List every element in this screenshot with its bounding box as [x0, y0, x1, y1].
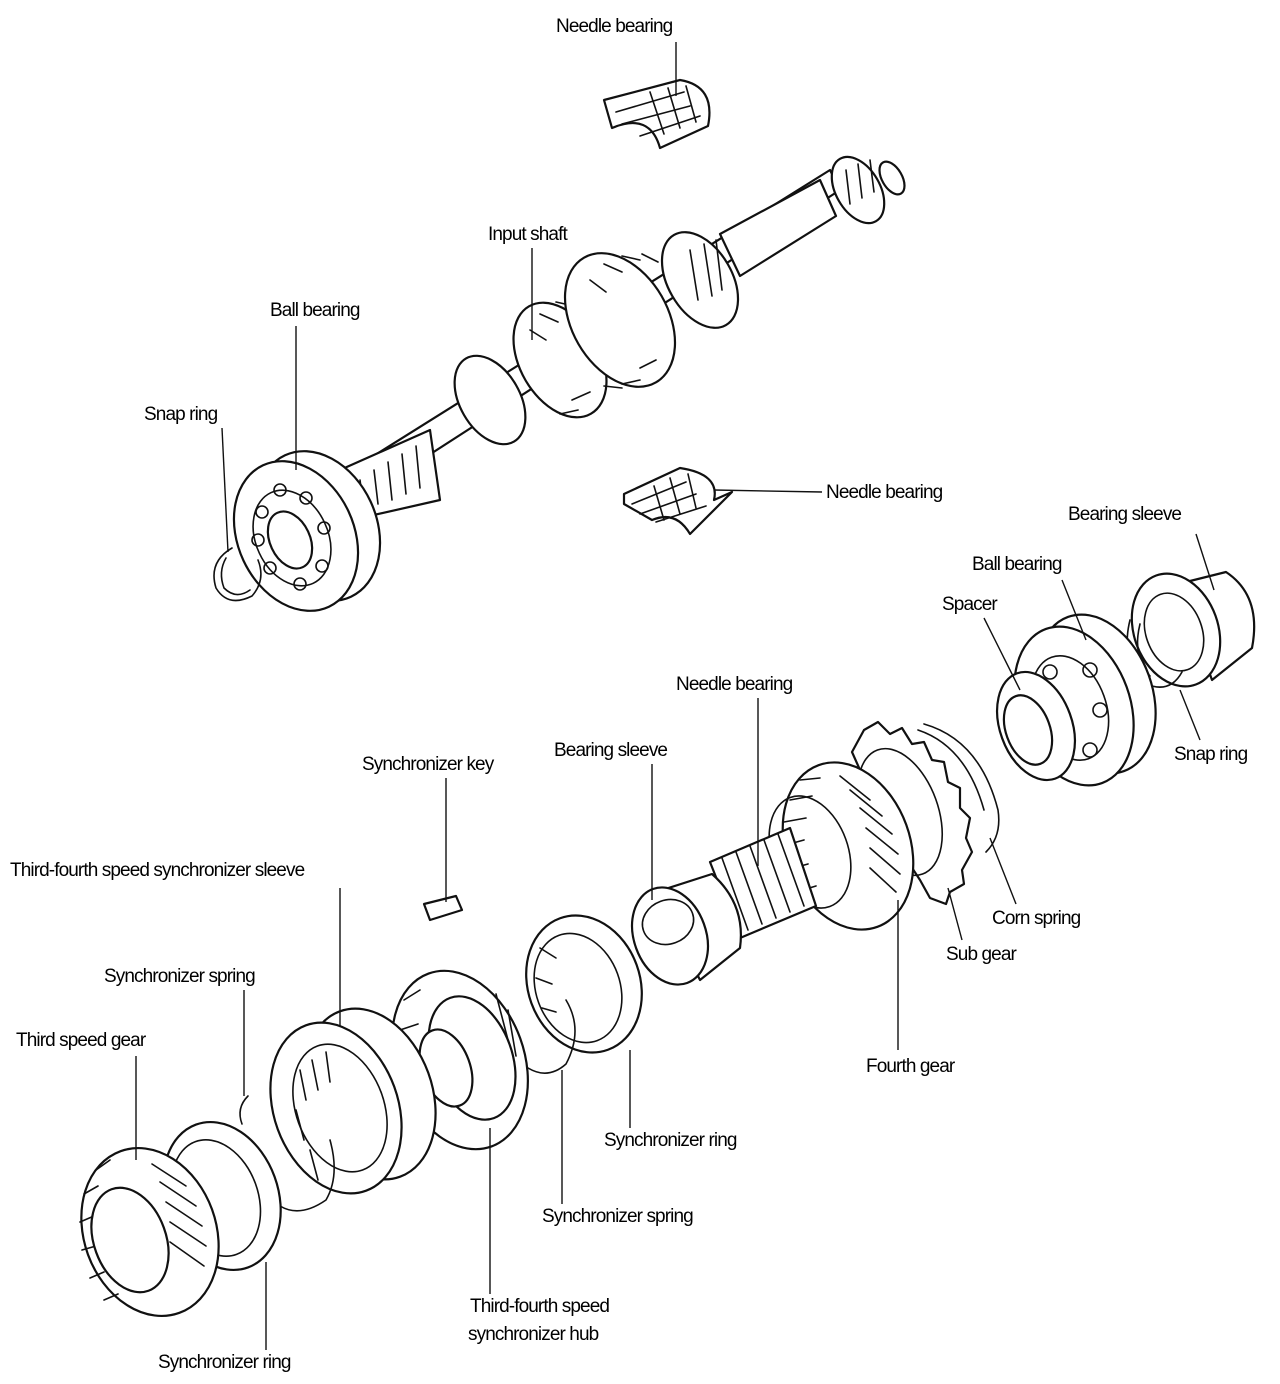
label-bearing-sleeve-lower: Bearing sleeve	[554, 740, 668, 761]
synchronizer-hub-part	[391, 969, 529, 1151]
label-snap-ring-right: Snap ring	[1174, 744, 1248, 765]
label-synchronizer-ring-left: Synchronizer ring	[158, 1352, 291, 1373]
label-snap-ring-top: Snap ring	[144, 404, 218, 425]
spacer-part	[996, 670, 1076, 782]
bearing-sleeve-right-part	[1130, 570, 1256, 688]
label-synchronizer-spring-right: Synchronizer spring	[542, 1206, 694, 1227]
leader-bearing-sleeve-right	[1195, 533, 1215, 591]
synchronizer-spring-left-part	[239, 1095, 335, 1212]
label-bearing-sleeve-right: Bearing sleeve	[1068, 504, 1182, 525]
label-needle-bearing-lower: Needle bearing	[676, 674, 793, 695]
label-needle-bearing-top: Needle bearing	[556, 16, 673, 37]
synchronizer-spring-right-part	[527, 999, 576, 1074]
needle-bearing-mid-part	[622, 466, 734, 536]
label-cone-spring: Corn spring	[992, 908, 1081, 929]
leader-sub-gear	[947, 887, 963, 941]
label-synchronizer-spring-left: Synchronizer spring	[104, 966, 256, 987]
label-synchronizer-key: Synchronizer key	[362, 754, 494, 775]
leader-lines	[135, 42, 1215, 1350]
label-ball-bearing-right: Ball bearing	[972, 554, 1062, 575]
synchronizer-key-part	[422, 894, 464, 922]
label-sub-gear: Sub gear	[946, 944, 1017, 965]
label-third-speed-gear: Third speed gear	[16, 1030, 146, 1051]
leader-needle-bearing-mid	[713, 489, 823, 493]
label-synchronizer-ring-right: Synchronizer ring	[604, 1130, 737, 1151]
label-hub-line2: synchronizer hub	[468, 1324, 599, 1345]
needle-bearing-top-part	[602, 78, 711, 150]
input-shaft-part	[338, 155, 906, 522]
leader-ball-bearing-right	[1061, 579, 1087, 641]
label-ball-bearing-top: Ball bearing	[270, 300, 360, 321]
ball-bearing-top-part	[232, 450, 382, 612]
synchronizer-ring-right-part	[525, 914, 643, 1054]
leader-snap-ring-right	[1179, 689, 1201, 741]
third-speed-gear-part	[79, 1146, 220, 1318]
leader-cone-spring	[989, 837, 1017, 905]
label-spacer: Spacer	[942, 594, 998, 615]
bearing-sleeve-lower-part	[630, 872, 742, 986]
leader-spacer	[983, 617, 1021, 691]
label-needle-bearing-mid: Needle bearing	[826, 482, 943, 503]
leader-snap-ring-top	[221, 427, 229, 553]
label-third-fourth-sleeve: Third-fourth speed synchronizer sleeve	[10, 860, 305, 881]
label-fourth-gear: Fourth gear	[866, 1056, 955, 1077]
snap-ring-top-part	[213, 547, 262, 602]
label-input-shaft: Input shaft	[488, 224, 568, 245]
label-hub-line1: Third-fourth speed	[470, 1296, 610, 1317]
cone-spring-part	[917, 723, 1000, 853]
